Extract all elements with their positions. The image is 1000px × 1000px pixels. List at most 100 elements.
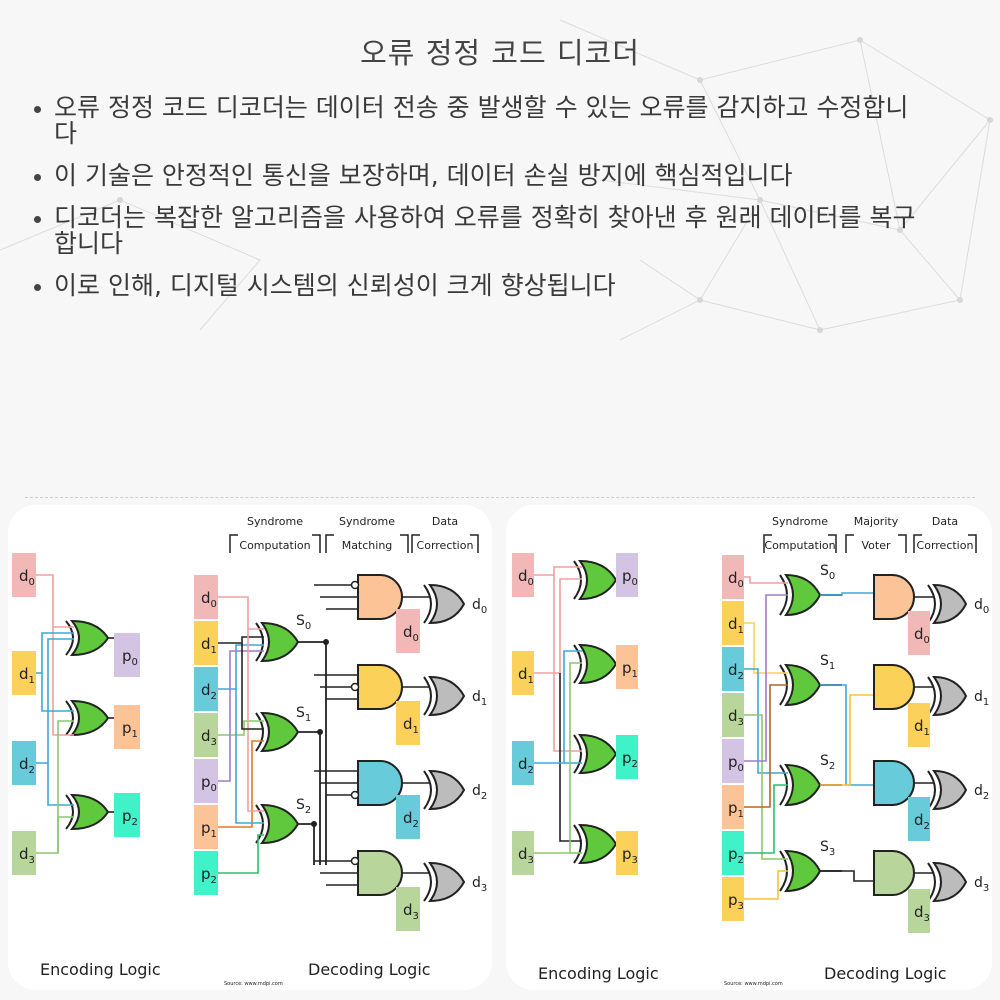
signal-box	[396, 887, 420, 931]
wire	[36, 574, 74, 628]
signal-box	[114, 705, 140, 749]
xor-gate	[578, 823, 618, 865]
stage-label-bottom: Correction	[917, 539, 974, 552]
output-label: d0	[974, 597, 989, 616]
xor-gate	[784, 663, 822, 707]
and-gate	[873, 574, 915, 620]
bullet-dot	[34, 284, 41, 291]
xor-gate	[784, 849, 822, 893]
wire	[47, 763, 74, 806]
stage-bracket	[312, 534, 321, 553]
xor-gate	[578, 733, 618, 775]
signal-box	[722, 877, 744, 921]
xor-gate	[784, 763, 822, 807]
wire	[744, 594, 788, 762]
stage-bracket	[913, 534, 922, 553]
xor-gate-back-curve	[65, 700, 74, 736]
signal-box	[908, 889, 930, 933]
stage-label-top: Majority	[854, 515, 899, 528]
stage-bracket	[968, 534, 977, 553]
stage-label-top: Syndrome	[339, 515, 395, 528]
stage-bracket	[229, 534, 238, 553]
inverter-bubble	[350, 682, 360, 692]
stage-bracket	[325, 534, 334, 553]
xor-gate	[69, 619, 110, 657]
signal-box	[512, 831, 534, 875]
junction-dot	[323, 639, 329, 645]
bullet-text: 오류 정정 코드 디코더는 데이터 전송 중 발생할 수 있는 오류를 감지하고…	[54, 93, 909, 148]
stage-label-bottom: Correction	[417, 539, 474, 552]
signal-box	[616, 831, 638, 875]
wire	[218, 740, 264, 828]
wire	[235, 689, 264, 824]
wire	[57, 816, 74, 853]
bullet-text: 이로 인해, 디지털 시스템의 신뢰성이 크게 향상됩니다	[54, 271, 616, 300]
signal-box	[396, 701, 420, 745]
signal-box	[616, 735, 638, 779]
signal-box	[12, 651, 36, 695]
xor-gate	[260, 621, 300, 663]
xor-gate	[932, 769, 968, 811]
wire	[36, 720, 74, 854]
signal-box	[908, 797, 930, 841]
signal-box	[396, 609, 420, 653]
bullet-item: 디코더는 복잡한 알고리즘을 사용하여 오류를 정확히 찾아낸 후 원래 데이터…	[30, 205, 930, 257]
wire	[218, 834, 264, 874]
xor-gate	[428, 675, 466, 717]
wire	[820, 684, 874, 786]
wire	[820, 592, 874, 596]
signal-box	[12, 831, 36, 875]
syndrome-label: S1	[820, 653, 835, 672]
and-gate	[357, 760, 403, 806]
and-gate	[357, 850, 403, 896]
stage-label-bottom: Matching	[342, 539, 393, 552]
encoding-logic-label: Encoding Logic	[538, 964, 659, 983]
xor-gate	[69, 699, 110, 737]
stage-label-bottom: Voter	[861, 539, 890, 552]
signal-box	[114, 793, 140, 837]
decoding-logic-label: Decoding Logic	[308, 960, 431, 979]
xor-gate	[428, 861, 466, 903]
xor-gate-back-curve	[255, 622, 264, 662]
signal-box	[616, 645, 638, 689]
inverter-bubble	[350, 856, 360, 866]
output-label: d0	[472, 597, 487, 616]
xor-gate	[932, 583, 968, 625]
source-note: Source: www.mdpi.com	[724, 981, 783, 987]
wire	[744, 784, 788, 854]
bullet-dot	[34, 216, 41, 223]
xor-gate-back-curve	[255, 712, 264, 752]
and-gate	[873, 850, 915, 896]
xor-gate-back-curve	[65, 620, 74, 656]
bullet-list: 오류 정정 코드 디코더는 데이터 전송 중 발생할 수 있는 오류를 감지하고…	[30, 95, 930, 315]
signal-box	[512, 741, 534, 785]
stage-bracket	[828, 534, 837, 553]
and-gate	[873, 760, 915, 806]
wire	[820, 694, 874, 786]
bullet-item: 오류 정정 코드 디코더는 데이터 전송 중 발생할 수 있는 오류를 감지하고…	[30, 95, 930, 147]
signal-box	[908, 703, 930, 747]
network-background	[0, 19, 993, 341]
and-gate	[873, 664, 915, 710]
signal-box	[12, 553, 36, 597]
xor-gate	[578, 559, 618, 601]
decoding-logic-label: Decoding Logic	[824, 964, 947, 983]
bullet-dot	[34, 106, 41, 113]
signal-box	[722, 693, 744, 737]
xor-gate	[932, 675, 968, 717]
source-note: Source: www.mdpi.com	[224, 981, 283, 987]
signal-box	[194, 759, 218, 803]
signal-box	[512, 651, 534, 695]
xor-gate-back-curve	[573, 734, 582, 774]
xor-gate	[69, 793, 110, 831]
wire	[744, 714, 788, 860]
stage-bracket	[845, 534, 854, 553]
stage-label-top: Data	[432, 515, 458, 528]
wire	[744, 668, 788, 774]
signal-box	[114, 633, 140, 677]
wire	[218, 644, 264, 690]
